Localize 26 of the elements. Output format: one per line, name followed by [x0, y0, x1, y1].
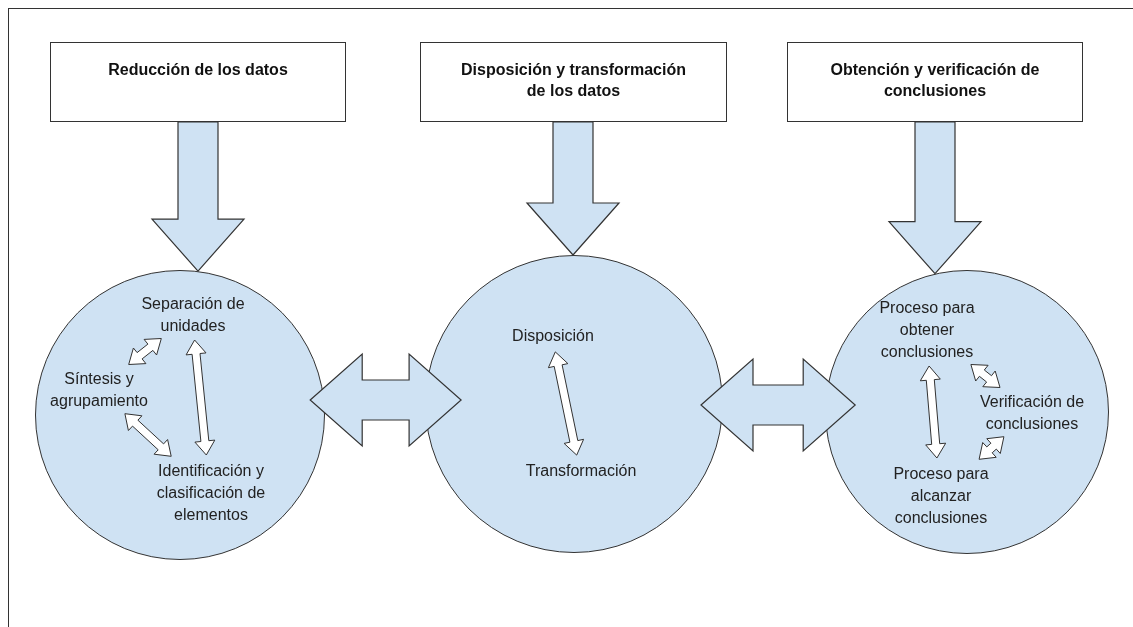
step-label: Síntesis y agrupamiento	[27, 368, 171, 412]
stage-title: Disposición y transformación de los datos	[460, 60, 687, 101]
double-arrow	[124, 413, 172, 457]
step-label: Proceso para obtener conclusiones	[857, 297, 997, 363]
step-label: Disposición	[493, 325, 613, 349]
stage-title: Reducción de los datos	[107, 60, 289, 80]
block-arrow	[700, 357, 857, 453]
stage-box	[420, 42, 727, 122]
block-arrow	[150, 121, 246, 272]
step-label: Identificación y clasificación de elementos	[134, 460, 288, 526]
block-arrow	[309, 352, 462, 448]
double-arrow	[970, 364, 1001, 388]
step-label: Verificación de conclusiones	[967, 391, 1097, 435]
step-label: Transformación	[521, 460, 641, 484]
step-label: Separación de unidades	[121, 293, 265, 337]
stage-title: Obtención y verificación de conclusiones	[829, 60, 1041, 101]
double-arrow	[547, 351, 585, 456]
block-arrow	[887, 121, 983, 275]
double-arrow	[919, 365, 947, 459]
block-arrow	[525, 121, 621, 256]
double-arrow	[185, 339, 216, 456]
double-arrow	[978, 436, 1005, 460]
stage-box	[787, 42, 1083, 122]
double-arrow	[128, 338, 162, 365]
stage-box	[50, 42, 346, 122]
step-label: Proceso para alcanzar conclusiones	[871, 463, 1011, 529]
